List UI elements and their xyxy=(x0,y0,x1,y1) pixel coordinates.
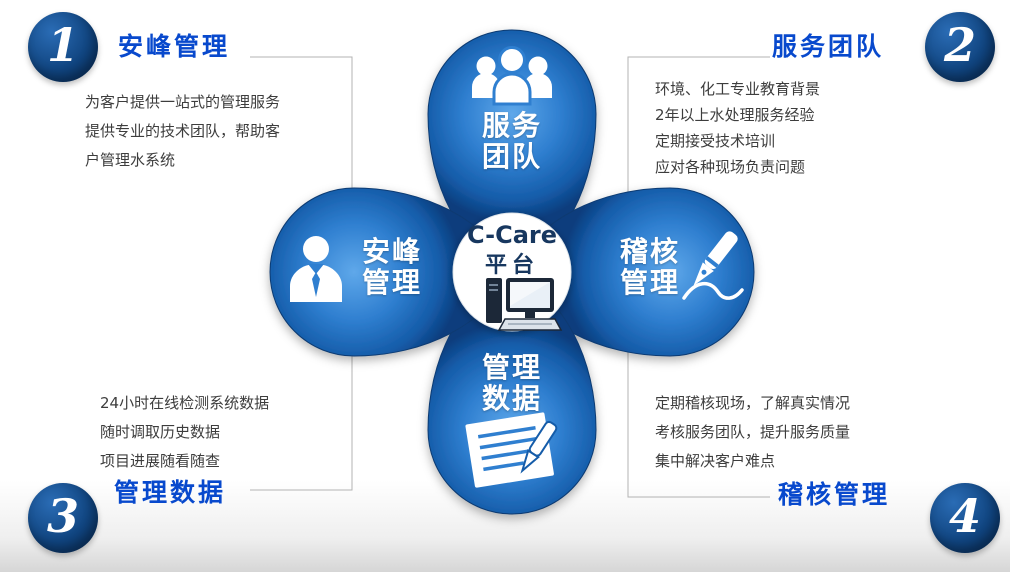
petal-label-line: 服务 xyxy=(481,109,543,142)
text-line: 环境、化工专业教育背景 xyxy=(655,80,821,98)
document-pen-icon xyxy=(465,412,558,488)
description-anfeng-management: 为客户提供一站式的管理服务 提供专业的技术团队，帮助客 户管理水系统 xyxy=(85,88,280,175)
description-audit-management: 定期稽核现场，了解真实情况 考核服务团队，提升服务质量 集中解决客户难点 xyxy=(655,389,850,476)
section-1-number-badge: 1 xyxy=(28,12,98,82)
petal-label-line: 管理 xyxy=(361,266,423,299)
text-line: 随时调取历史数据 xyxy=(100,423,221,441)
section-title-audit-management: 稽核管理 xyxy=(778,480,891,509)
section-3-number: 3 xyxy=(46,489,79,543)
center-hub-subtitle: 平台 xyxy=(484,253,540,278)
text-line: 24小时在线检测系统数据 xyxy=(100,394,270,412)
connector-line-top-left xyxy=(250,56,353,192)
text-line: 应对各种现场负责问题 xyxy=(655,158,806,176)
section-title-service-team: 服务团队 xyxy=(772,32,885,61)
petal-label-line: 管理 xyxy=(619,266,681,299)
person-icon xyxy=(290,236,342,302)
center-hub-title: C-Care xyxy=(466,221,558,249)
team-icon xyxy=(472,46,552,106)
connector-line-bottom-left xyxy=(250,354,353,491)
text-line: 户管理水系统 xyxy=(85,151,176,169)
petal-label-service-team: 服务 团队 xyxy=(482,110,542,172)
petal-label-audit-management: 稽核 管理 xyxy=(620,236,680,298)
petal-label-anfeng-management: 安峰 管理 xyxy=(362,236,422,298)
petal-label-line: 团队 xyxy=(481,140,543,173)
petal-label-line: 稽核 xyxy=(619,235,681,268)
text-line: 提供专业的技术团队，帮助客 xyxy=(85,122,281,140)
petal-label-line: 管理 xyxy=(481,351,543,384)
computer-icon xyxy=(486,278,563,331)
section-1-number: 1 xyxy=(46,18,79,72)
section-title-management-data: 管理数据 xyxy=(114,478,227,507)
text-line: 定期接受技术培训 xyxy=(655,132,776,150)
text-line: 定期稽核现场，了解真实情况 xyxy=(655,394,851,412)
text-line: 2年以上水处理服务经验 xyxy=(655,106,815,124)
petal-label-line: 数据 xyxy=(481,382,543,415)
text-line: 集中解决客户难点 xyxy=(655,452,776,470)
section-2-number-badge: 2 xyxy=(925,12,995,82)
connector-line-bottom-right xyxy=(627,347,770,498)
description-management-data: 24小时在线检测系统数据 随时调取历史数据 项目进展随看随查 xyxy=(100,389,269,476)
section-4-number: 4 xyxy=(948,489,981,543)
section-4-number-badge: 4 xyxy=(930,483,1000,553)
text-line: 为客户提供一站式的管理服务 xyxy=(85,93,281,111)
section-3-number-badge: 3 xyxy=(28,483,98,553)
description-service-team: 环境、化工专业教育背景 2年以上水处理服务经验 定期接受技术培训 应对各种现场负… xyxy=(655,76,820,180)
pen-icon xyxy=(682,231,744,300)
section-2-number: 2 xyxy=(943,18,976,72)
pen-flourish xyxy=(682,282,744,300)
petal-label-management-data: 管理 数据 xyxy=(482,352,542,414)
connector-line-top-right xyxy=(627,56,770,197)
petal-label-line: 安峰 xyxy=(361,235,423,268)
text-line: 项目进展随看随查 xyxy=(100,452,221,470)
text-line: 考核服务团队，提升服务质量 xyxy=(655,423,851,441)
section-title-anfeng-management: 安峰管理 xyxy=(118,32,231,61)
